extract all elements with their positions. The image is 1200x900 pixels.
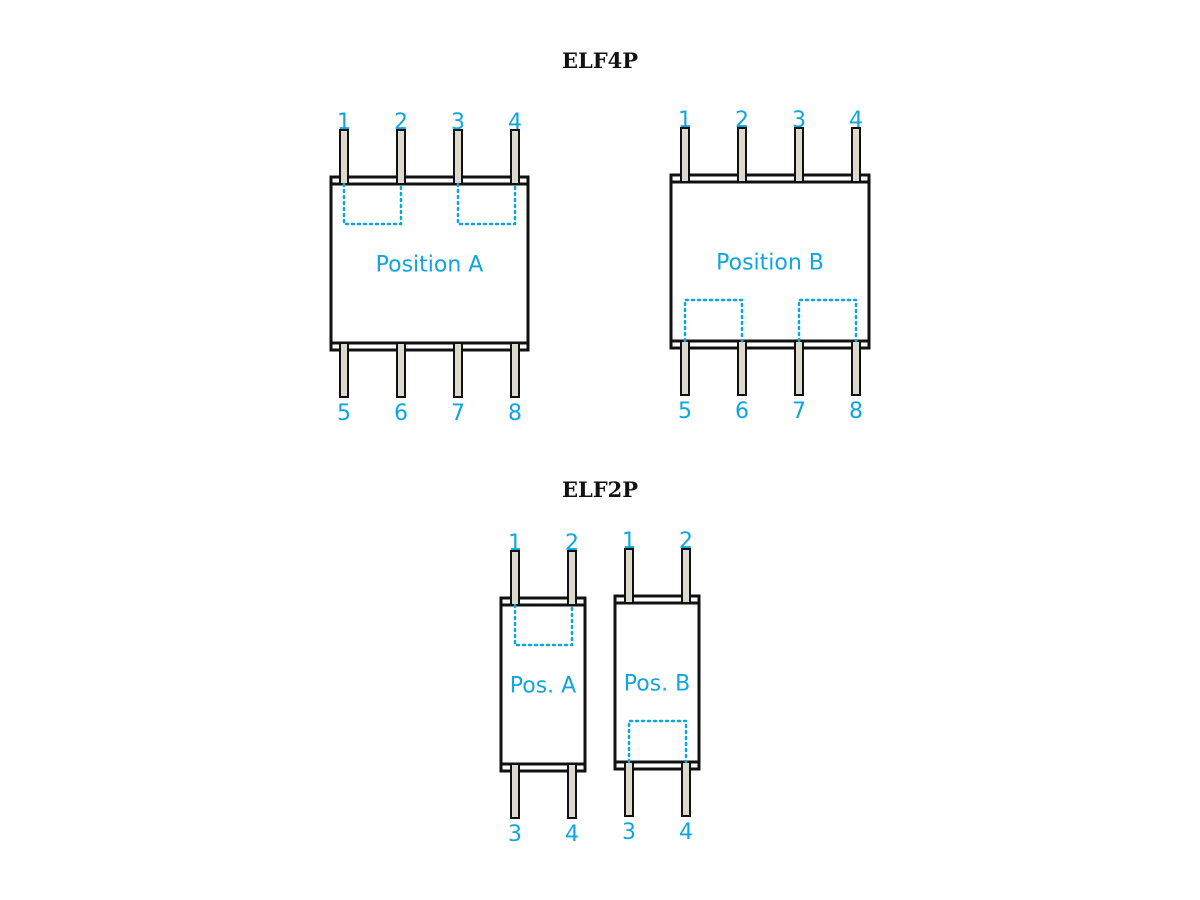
- pin-number: 4: [565, 822, 579, 847]
- pin-number: 3: [792, 108, 806, 133]
- pin: [396, 129, 406, 185]
- pin-number: 5: [337, 401, 351, 426]
- pin-number: 4: [508, 110, 522, 135]
- pin: [794, 340, 804, 396]
- pin: [737, 340, 747, 396]
- pin: [624, 548, 634, 604]
- chip-elf2p-a: 1 3 2 4 Pos. A: [499, 531, 587, 847]
- pin: [680, 127, 690, 183]
- orientation-marker: [513, 603, 574, 647]
- pin: [453, 129, 463, 185]
- orientation-marker: [683, 298, 744, 343]
- pin: [624, 761, 634, 817]
- position-label: Position A: [376, 253, 484, 278]
- pin-number: 8: [849, 399, 863, 424]
- pin-number: 7: [451, 401, 465, 426]
- pin: [339, 342, 349, 398]
- pin-number: 4: [849, 108, 863, 133]
- pin-number: 3: [622, 820, 636, 845]
- pin: [681, 761, 691, 817]
- pin-number: 6: [394, 401, 408, 426]
- pin: [681, 548, 691, 604]
- pin-number: 3: [508, 822, 522, 847]
- pin: [794, 127, 804, 183]
- pin-number: 3: [451, 110, 465, 135]
- position-label: Pos. A: [510, 674, 576, 699]
- pin-number: 5: [678, 399, 692, 424]
- pin: [680, 340, 690, 396]
- chip-elf2p-b: 1 3 2 4 Pos. B: [613, 529, 701, 845]
- pin: [396, 342, 406, 398]
- pin: [567, 550, 577, 606]
- orientation-marker: [342, 182, 403, 226]
- position-label: Position B: [716, 251, 824, 276]
- pin-number: 1: [337, 110, 351, 135]
- pin: [510, 763, 520, 819]
- pin: [510, 550, 520, 606]
- pin-number: 2: [735, 108, 749, 133]
- pin: [339, 129, 349, 185]
- pin-number: 1: [508, 531, 522, 556]
- pin-number: 8: [508, 401, 522, 426]
- pin-number: 2: [565, 531, 579, 556]
- pin-number: 7: [792, 399, 806, 424]
- pin: [567, 763, 577, 819]
- pin: [737, 127, 747, 183]
- pin: [453, 342, 463, 398]
- pin-number: 2: [679, 529, 693, 554]
- orientation-marker: [456, 182, 517, 226]
- pin-number: 6: [735, 399, 749, 424]
- position-label: Pos. B: [624, 672, 690, 697]
- orientation-marker: [797, 298, 858, 343]
- pin-number: 1: [678, 108, 692, 133]
- section-title-elf4p: ELF4P: [562, 48, 638, 73]
- chip-body: [329, 175, 530, 352]
- pin-number: 1: [622, 529, 636, 554]
- orientation-marker: [627, 719, 688, 764]
- chip-body: [613, 594, 701, 771]
- pin: [510, 342, 520, 398]
- chip-elf4p-b: 1 5 2 6 3 7 4 8 Position B: [669, 108, 871, 424]
- pin-number: 2: [394, 110, 408, 135]
- pin-number: 4: [679, 820, 693, 845]
- pin: [510, 129, 520, 185]
- pin: [851, 340, 861, 396]
- section-title-elf2p: ELF2P: [562, 477, 638, 502]
- chip-body: [669, 173, 871, 350]
- pin: [851, 127, 861, 183]
- chip-elf4p-a: 1 5 2 6 3 7 4 8 Position A: [329, 110, 530, 426]
